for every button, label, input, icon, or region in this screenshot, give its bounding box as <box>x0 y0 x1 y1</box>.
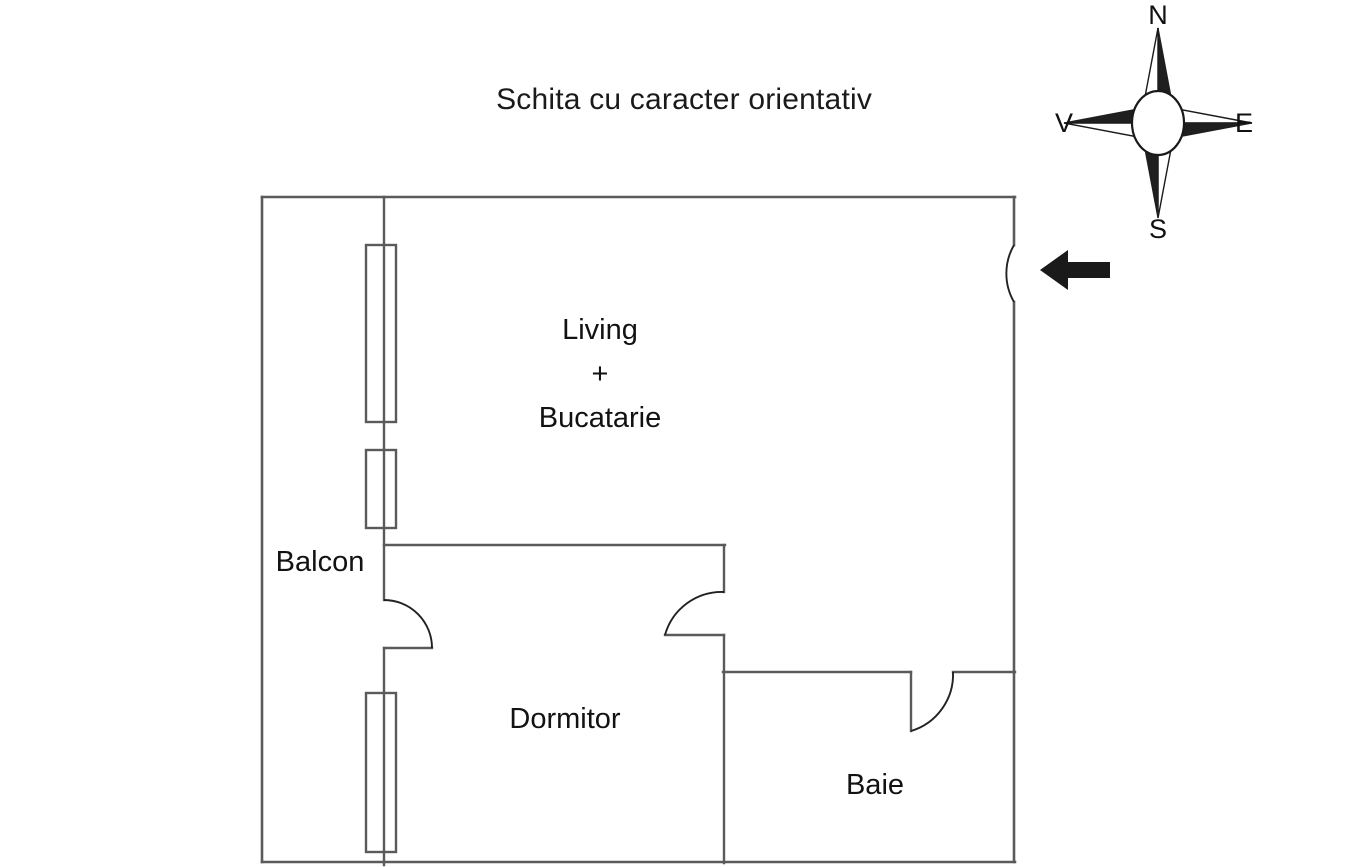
compass-label-west: V <box>1054 108 1073 138</box>
room-label-baie: Baie <box>845 769 905 801</box>
entrance-arrow-shape <box>1040 250 1110 290</box>
room-label-living-line1: Living <box>562 314 638 346</box>
window-balcony-large <box>364 243 398 424</box>
window-dormitor <box>364 691 398 854</box>
room-label-balcon: Balcon <box>275 546 365 578</box>
compass-center-hub <box>1130 89 1186 157</box>
compass-label-north: N <box>1148 0 1168 30</box>
compass-rose <box>1063 27 1253 219</box>
page-title: Schita cu caracter orientativ <box>0 46 1346 154</box>
door-arc-balcony <box>383 599 433 649</box>
door-arc-baie <box>910 671 954 732</box>
room-label-living-plus: + <box>591 358 609 390</box>
door-arc-dormitor <box>664 591 725 636</box>
entrance-arrow-icon <box>1040 250 1110 290</box>
windows <box>364 243 398 854</box>
door-swings <box>383 244 1015 732</box>
window-balcony-small <box>364 448 398 530</box>
compass-label-east: E <box>1234 108 1253 138</box>
room-label-living: Living + Bucatarie <box>420 308 780 440</box>
exterior-walls <box>260 195 1017 864</box>
room-label-living-line2: Bucatarie <box>538 402 662 434</box>
page-title-text: Schita cu caracter orientativ <box>496 83 873 116</box>
room-label-dormitor: Dormitor <box>509 703 621 735</box>
compass-label-south: S <box>1148 214 1167 244</box>
door-arc-entrance <box>1005 244 1015 303</box>
